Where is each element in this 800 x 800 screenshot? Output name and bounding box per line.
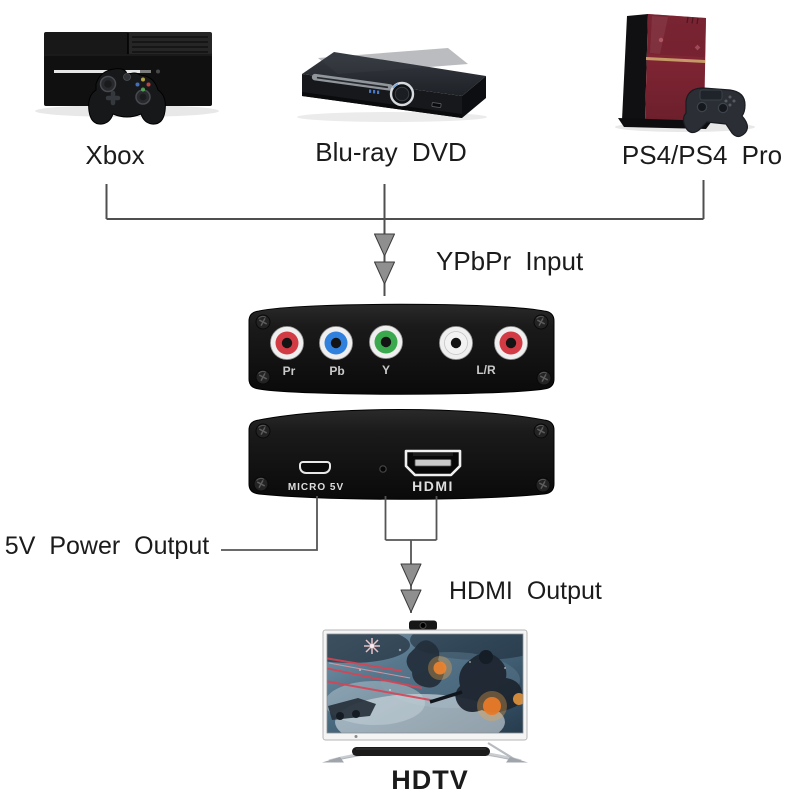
screw-icon [253,476,269,492]
ps4-face-buttons [724,95,736,107]
xbox-controller [88,68,166,125]
tv-scene-tracers [327,657,437,702]
xbox-home-button [123,73,131,81]
bluray-label: Blu-ray DVD [315,137,467,167]
rca-jack-pb [319,326,353,360]
converter-back-panel: MICRO 5V HDMI [248,409,555,500]
jack-label-y: Y [382,363,390,377]
power-output-line [221,496,318,551]
back-panel-face [248,409,555,500]
screw-icon [533,423,549,439]
ps4-emblem-2 [694,44,701,51]
ypbpr-input-arrows [374,233,395,285]
front-port-labels: Pr Pb Y L/R [283,363,496,378]
bluray-disc-tray [311,73,394,91]
xbox-dpad [105,90,121,106]
screw-icon [533,314,549,330]
rca-jack-audio-left [439,326,473,360]
ps4-label: PS4/PS4 Pro [621,140,783,170]
ps4-gold-stripe [646,57,705,63]
tv-chin-logo [354,735,358,738]
tv-screen [327,634,523,733]
micro-usb-label: MICRO 5V [288,482,344,493]
screw-icon [535,477,551,493]
power-output-label: 5V Power Output [4,532,210,560]
ps4-controller [682,87,748,138]
ypbpr-input-label: YPbPr Input [436,246,584,276]
screw-icon [255,314,271,330]
hdmi-output-label: HDMI Output [449,577,602,605]
xbox-label: Xbox [85,140,145,170]
bluray-front-face [302,74,462,118]
jack-label-pb: Pb [329,364,344,378]
tv-stand [322,742,528,763]
ps4-side-panel [622,14,648,122]
micro-usb-port [299,461,331,474]
xbox-disc-slot [54,70,140,73]
bluray-top-face [302,52,486,96]
bluray-knob [389,81,415,107]
tv-scene-figure [406,640,445,688]
down-arrow-icon [374,261,395,285]
bluray-side-face [462,76,486,118]
rca-jack-pr [270,326,304,360]
converter-front-panel: Pr Pb Y L/R [248,303,555,395]
down-arrow-icon [374,233,395,257]
rca-jack-audio-right [494,326,528,360]
tv-scene-soldier [455,652,523,713]
down-arrow-icon [400,589,422,613]
xbox-vent-grid [132,36,208,53]
rca-jack-y [369,325,403,359]
tv-camera-lens [419,622,427,629]
jack-label-pr: Pr [283,364,296,378]
screw-icon [255,423,271,439]
bluray-usb-slot [431,102,442,108]
hdmi-port-label: HDMI [412,478,454,494]
ps4-console-illustration [615,14,755,138]
ps4-emblem [658,37,664,43]
xbox-face-buttons [135,77,151,92]
hdmi-port [404,449,462,477]
screw-icon [255,369,271,385]
front-panel-face [248,303,555,395]
jack-label-lr: L/R [476,363,496,377]
bluray-display [369,89,380,94]
down-arrow-icon [400,563,422,587]
screw-icon [536,370,552,386]
bluray-player-illustration [297,48,487,122]
hdmi-output-arrows [400,563,422,613]
ps4-touchpad [699,89,723,101]
hdtv-label: HDTV [391,765,469,795]
hdtv-illustration [322,620,528,763]
led-indicator [379,465,387,473]
input-connector-lines [105,180,705,296]
xbox-console-illustration [35,32,219,125]
